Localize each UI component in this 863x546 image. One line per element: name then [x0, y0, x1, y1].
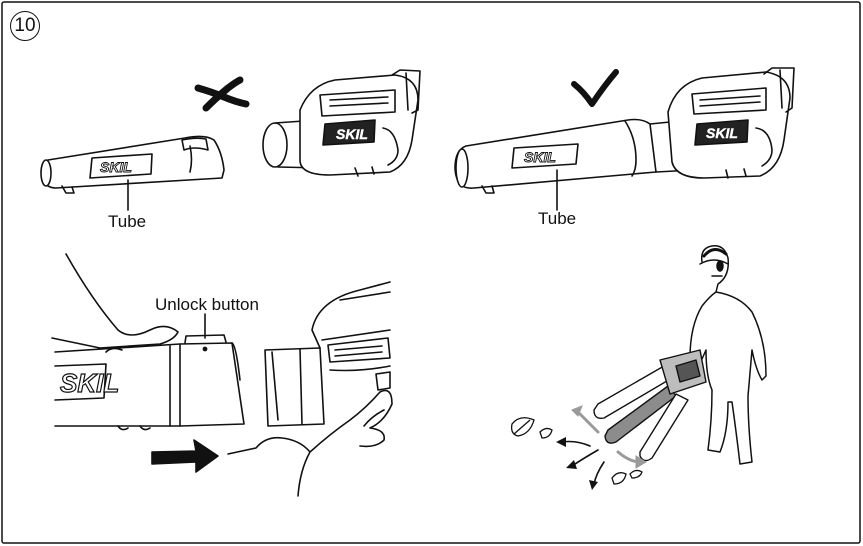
detached-tube — [42, 136, 224, 188]
check-mark-icon — [574, 72, 616, 104]
blower-right — [650, 68, 794, 178]
brand-text: SKIL — [100, 159, 132, 175]
airflow-arrow-icon — [562, 442, 590, 447]
blower-sweep — [594, 350, 706, 461]
leaf-icon — [540, 428, 552, 438]
brand-text: SKIL — [336, 126, 368, 142]
leaf-icon — [612, 473, 626, 484]
step-number-badge: 10 — [10, 11, 40, 41]
tube-label-wrong: Tube — [108, 213, 146, 230]
blower-closeup — [265, 348, 324, 426]
brand-text-partial: SKIL — [60, 368, 119, 398]
ear-protection-icon — [704, 249, 726, 256]
airflow-arrow-icon — [572, 450, 598, 466]
brand-text: SKIL — [706, 125, 738, 141]
leaf-icon — [630, 470, 642, 478]
cross-mark-icon — [198, 80, 246, 108]
panel-right — [455, 68, 794, 210]
push-arrow-icon — [152, 440, 218, 472]
airflow-arrow-icon — [594, 462, 604, 484]
blower-wrong — [263, 70, 420, 176]
unlock-button-label: Unlock button — [155, 296, 259, 313]
tube-label-right: Tube — [538, 210, 576, 227]
brand-text: SKIL — [524, 149, 556, 165]
